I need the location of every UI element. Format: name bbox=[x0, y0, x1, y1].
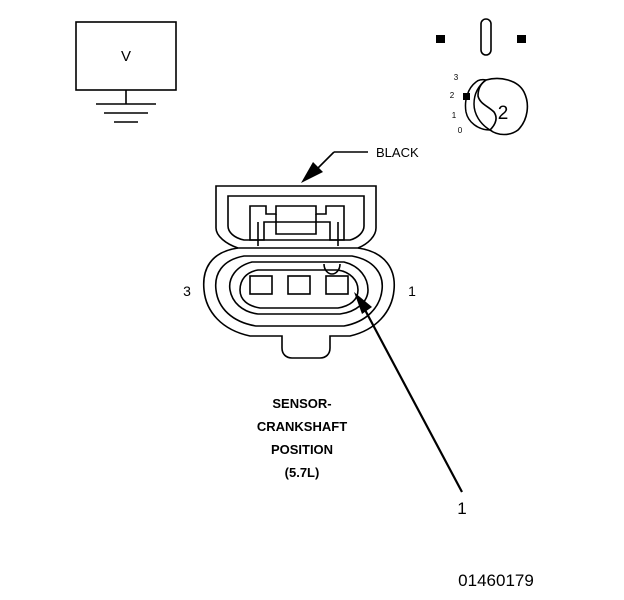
selector-knob-back bbox=[464, 78, 493, 131]
selector-position-0: 0 bbox=[458, 126, 463, 135]
pin-callout: 1 bbox=[354, 292, 467, 518]
selector-selected-value: 2 bbox=[498, 103, 509, 124]
probe-tip-right bbox=[517, 35, 526, 43]
voltmeter-label: V bbox=[121, 48, 131, 65]
voltmeter-symbol: V bbox=[75, 21, 177, 123]
selector-position-3: 3 bbox=[454, 73, 459, 82]
connector-color-label: BLACK bbox=[376, 145, 419, 160]
color-callout: BLACK bbox=[301, 145, 419, 183]
color-leader-line-d bbox=[317, 151, 335, 169]
pin-label-right: 1 bbox=[408, 283, 416, 299]
caption-line-1: SENSOR- bbox=[272, 396, 331, 411]
meter-probe-icon bbox=[436, 18, 526, 56]
probe-pin bbox=[480, 18, 492, 56]
probe-tip-left bbox=[436, 35, 445, 43]
housing-upper-inner bbox=[227, 195, 365, 241]
terminal-face bbox=[239, 269, 359, 309]
callout-leader-line bbox=[363, 307, 463, 493]
connector-caption: SENSOR- CRANKSHAFT POSITION (5.7L) bbox=[257, 396, 347, 480]
color-leader-arrowhead bbox=[301, 162, 323, 183]
polarizing-key bbox=[323, 263, 341, 275]
callout-arrowhead bbox=[354, 292, 372, 314]
selector-position-2: 2 bbox=[450, 91, 455, 100]
selector-pointer bbox=[463, 93, 470, 100]
pin-label-left: 3 bbox=[183, 283, 191, 299]
selector-dial-icon: 3 2 1 0 2 bbox=[450, 73, 529, 136]
housing-lower-inner bbox=[214, 255, 383, 327]
terminal-cavity-3 bbox=[249, 275, 273, 295]
terminal-cavity-frame bbox=[228, 261, 369, 315]
caption-line-4: (5.7L) bbox=[285, 465, 320, 480]
selector-position-1: 1 bbox=[452, 111, 457, 120]
caption-line-2: CRANKSHAFT bbox=[257, 419, 347, 434]
figure-id: 01460179 bbox=[458, 571, 534, 590]
callout-number: 1 bbox=[457, 499, 466, 518]
terminal-cavity-2 bbox=[287, 275, 311, 295]
terminal-cavity-1 bbox=[325, 275, 349, 295]
housing-lower-outer bbox=[202, 247, 396, 359]
caption-line-3: POSITION bbox=[271, 442, 333, 457]
latch-center-tab bbox=[275, 214, 317, 235]
selector-knob-face bbox=[477, 77, 529, 136]
connector-housing bbox=[202, 185, 396, 359]
locking-latch bbox=[249, 205, 345, 241]
